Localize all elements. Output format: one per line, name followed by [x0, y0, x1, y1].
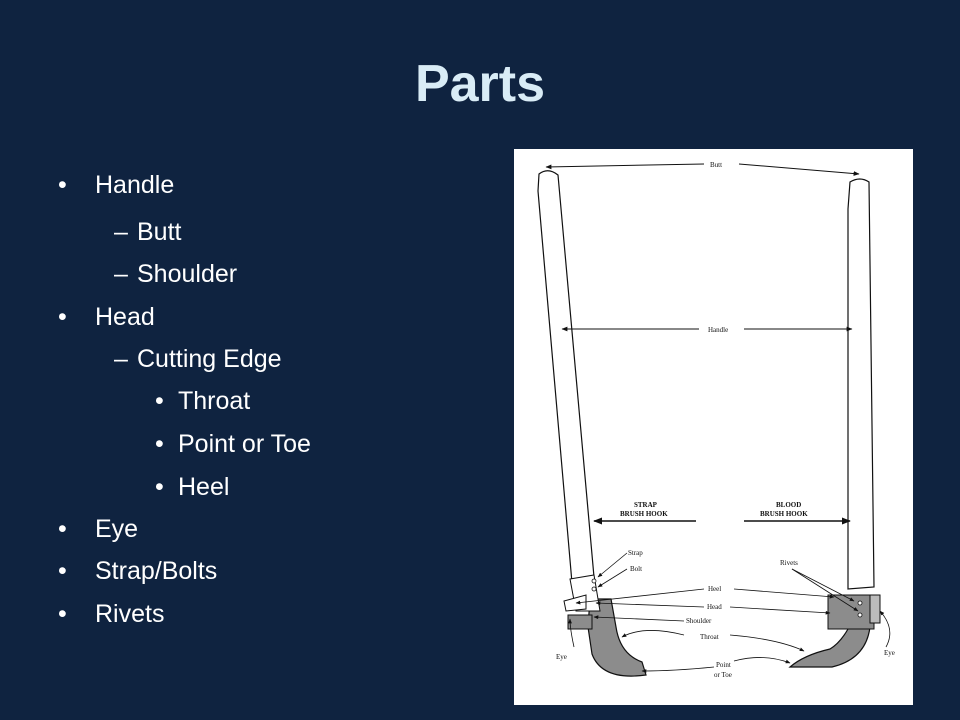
bullet-text: Head — [95, 303, 155, 331]
label-blood-brush-hook: BLOOD — [776, 501, 801, 509]
left-heel-piece — [563, 594, 587, 612]
bullet-text: Point or Toe — [178, 430, 311, 458]
bullet-marker: • — [58, 600, 67, 628]
butt-arrow — [545, 163, 705, 170]
label-throat: Throat — [700, 633, 719, 641]
butt-arrow — [738, 163, 860, 176]
label-strap: Strap — [628, 549, 643, 557]
left-bolt — [591, 578, 597, 584]
label-rivets: Rivets — [780, 559, 798, 567]
bullet-text: Butt — [137, 218, 182, 246]
bullet-marker: • — [58, 557, 67, 585]
bullet-marker: – — [114, 260, 128, 288]
right-ferrule — [869, 594, 881, 624]
right-rivet — [857, 600, 863, 606]
label-butt: Butt — [710, 161, 722, 169]
bullet-marker: • — [58, 171, 67, 199]
bullet-marker: • — [155, 430, 164, 458]
right-head — [827, 594, 875, 630]
label-point: Point — [716, 661, 731, 669]
left-handle — [537, 170, 595, 584]
label-head: Head — [707, 603, 722, 611]
label-eye-right: Eye — [884, 649, 895, 657]
bullet-text: Cutting Edge — [137, 345, 282, 373]
left-blade — [587, 598, 647, 677]
bullet-marker: • — [155, 387, 164, 415]
label-point: or Toe — [714, 671, 732, 679]
bullet-text: Handle — [95, 171, 175, 199]
label-blood-brush-hook: BRUSH HOOK — [760, 510, 808, 518]
label-eye-left: Eye — [556, 653, 567, 661]
right-rivet — [857, 612, 863, 618]
brush-hook-diagram: Butt Handle STRAP BRUSH HOOK BLOOD BRUSH… — [514, 149, 913, 705]
right-handle — [847, 178, 875, 590]
bullet-text: Throat — [178, 387, 251, 415]
bullet-text: Heel — [178, 473, 230, 501]
bullet-text: Strap/Bolts — [95, 557, 218, 585]
bullet-text: Eye — [95, 515, 139, 543]
bullet-marker: – — [114, 218, 128, 246]
label-heel: Heel — [708, 585, 721, 593]
left-bolt — [591, 586, 597, 592]
label-shoulder: Shoulder — [686, 617, 712, 625]
bullet-text: Shoulder — [137, 260, 238, 288]
label-strap-brush-hook: STRAP — [634, 501, 658, 509]
brush-hook-svg: Butt Handle STRAP BRUSH HOOK BLOOD BRUSH… — [537, 161, 895, 679]
bullet-text: Rivets — [95, 600, 165, 628]
bullet-marker: • — [58, 303, 67, 331]
label-bolt: Bolt — [630, 565, 642, 573]
left-shoulder — [567, 614, 593, 630]
label-strap-brush-hook: BRUSH HOOK — [620, 510, 668, 518]
label-handle: Handle — [708, 326, 728, 334]
bullet-marker: • — [58, 515, 67, 543]
bullet-marker: – — [114, 345, 128, 373]
slide-title: Parts — [414, 55, 546, 113]
bullet-marker: • — [155, 473, 164, 501]
